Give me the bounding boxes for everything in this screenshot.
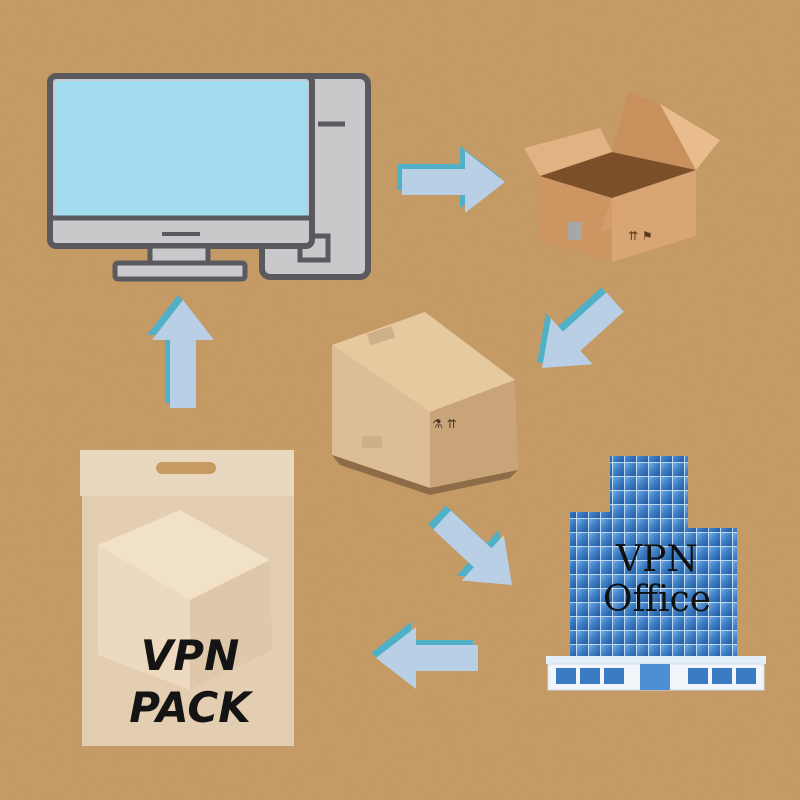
vpn-pack-label-line2: PACK [129, 683, 251, 732]
arrow-office-to-pack-body [376, 627, 478, 689]
arrow-open-box-to-closed-box-body [542, 292, 624, 368]
open-cardboard-box-icon: ⇈ ⚑ [524, 92, 720, 262]
arrow-pack-to-computer-body [152, 300, 214, 408]
svg-text:⇈ ⚑: ⇈ ⚑ [628, 229, 653, 243]
arrow-closed-box-to-office-body [433, 510, 512, 585]
arrow-office-to-pack [371, 622, 478, 689]
arrow-pack-to-computer [147, 295, 214, 408]
vpn-office-label-line1: VPN [616, 539, 698, 580]
vpn-office-label: VPN Office [572, 540, 742, 620]
closed-cardboard-box-icon: ⚗ ⇈ [332, 312, 518, 495]
arrow-computer-to-open-box [397, 146, 505, 213]
flow-arrows [147, 146, 624, 689]
office-building-icon [546, 456, 766, 691]
vpn-pack-label-line1: VPN [140, 631, 240, 680]
hanging-plastic-package-icon [80, 450, 294, 746]
svg-text:⚗ ⇈: ⚗ ⇈ [432, 417, 457, 431]
vpn-office-label-line2: Office [602, 579, 712, 620]
vpn-pack-label: VPN PACK [100, 630, 280, 734]
arrow-closed-box-to-office [428, 505, 512, 585]
desktop-computer-icon [47, 73, 371, 282]
arrow-computer-to-open-box-body [402, 151, 505, 213]
arrow-open-box-to-closed-box [537, 287, 624, 368]
